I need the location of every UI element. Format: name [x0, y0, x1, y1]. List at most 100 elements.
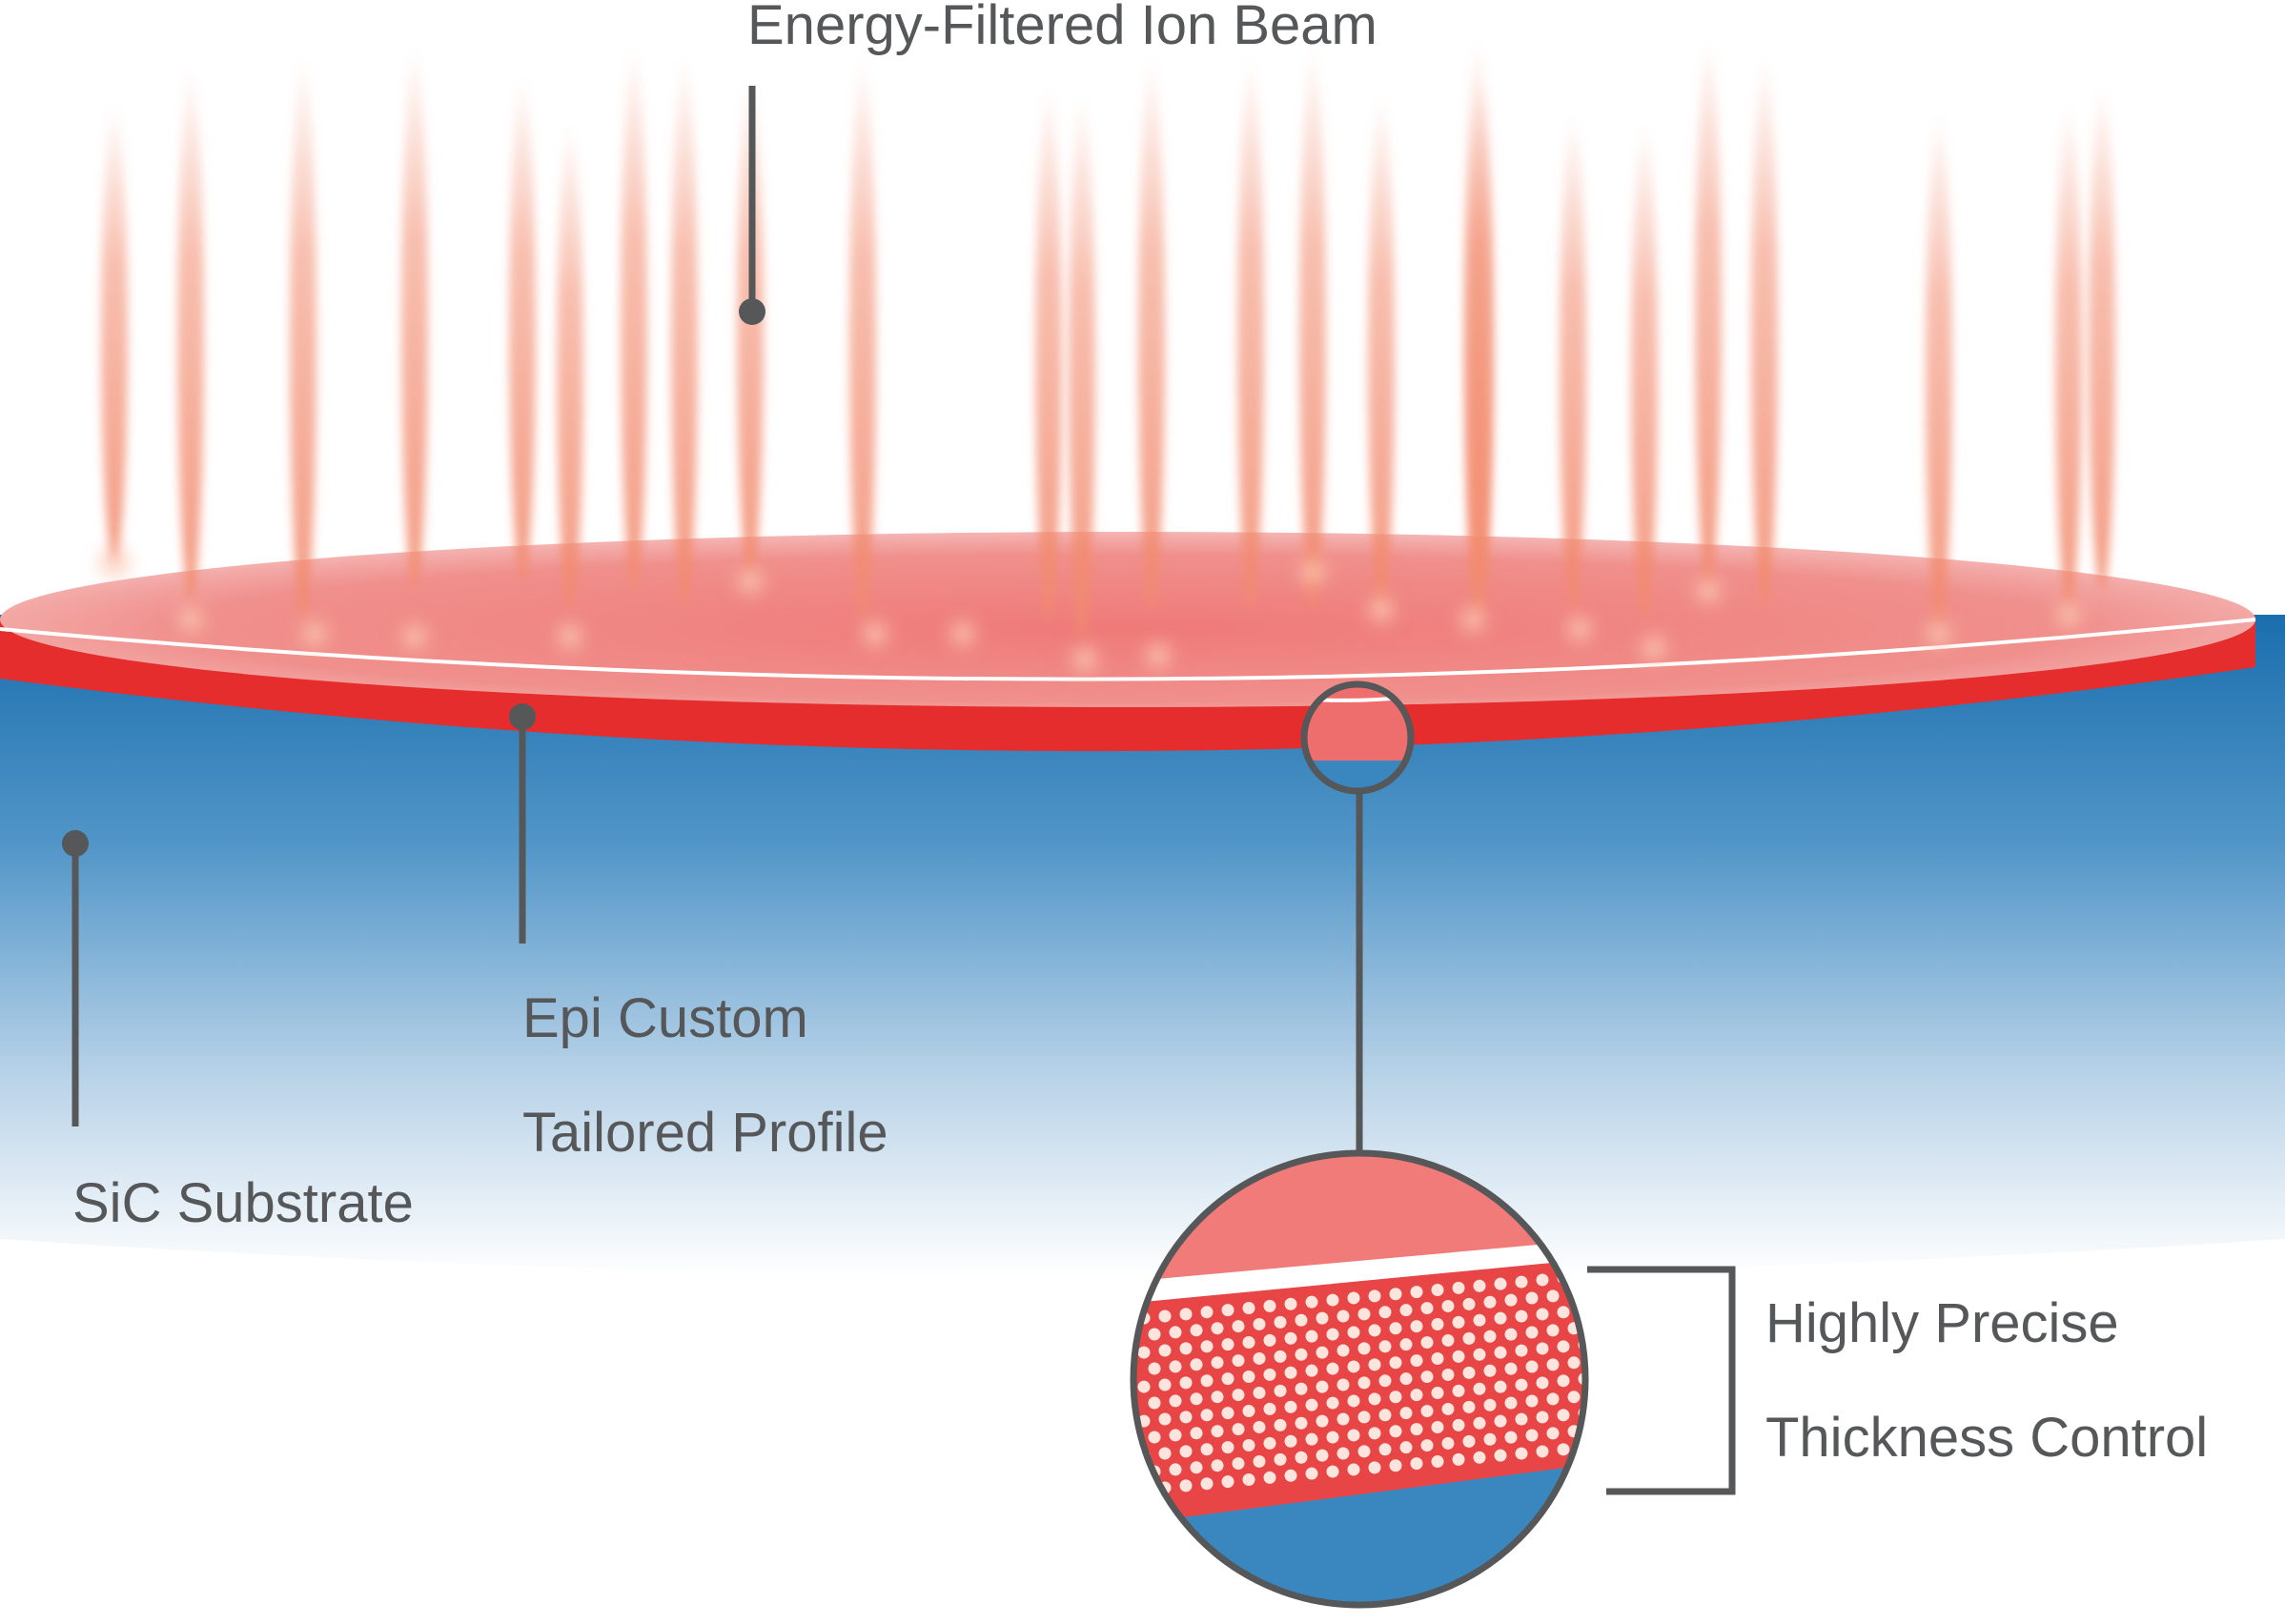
lattice-dot [1295, 1313, 1308, 1327]
lattice-dot [1557, 1443, 1570, 1456]
lattice-dot [1420, 1405, 1434, 1418]
epi-callout [509, 703, 536, 944]
lattice-dot [1336, 1309, 1350, 1323]
ion-beam-streak [1926, 114, 1952, 629]
lattice-dot [1221, 1441, 1234, 1454]
ion-beam-streak [1695, 38, 1722, 591]
lattice-dot [1190, 1461, 1203, 1474]
lattice-dot [1557, 1374, 1570, 1388]
lattice-dot [1284, 1297, 1297, 1310]
ion-impact-spot [170, 599, 212, 640]
lattice-dot [1326, 1396, 1339, 1410]
lattice-dot [1420, 1302, 1434, 1315]
ion-beam-streak [1560, 114, 1586, 610]
ion-impact-spot [1687, 570, 1729, 612]
lattice-dot [1137, 1483, 1151, 1496]
lattice-dot [1420, 1439, 1434, 1452]
lattice-dot [1452, 1452, 1465, 1466]
lattice-dot [1200, 1340, 1214, 1353]
lattice-dot [1431, 1421, 1444, 1434]
lattice-dot [1179, 1376, 1193, 1390]
lattice-dot [1441, 1402, 1455, 1415]
lattice-dot [1232, 1423, 1245, 1436]
lattice-dot [1169, 1429, 1182, 1442]
lattice-dot [1525, 1394, 1539, 1408]
lattice-dot [1284, 1331, 1297, 1345]
lattice-dot [1305, 1295, 1318, 1309]
ion-beam-streak [101, 105, 128, 562]
lattice-dot [1368, 1392, 1381, 1406]
lattice-dot [1473, 1279, 1486, 1292]
lattice-dot [1190, 1358, 1203, 1371]
lattice-dot [1494, 1277, 1507, 1290]
lattice-dot [1473, 1348, 1486, 1361]
ion-impact-spot [1064, 639, 1106, 680]
lattice-dot [1242, 1336, 1255, 1350]
lattice-dot [1274, 1350, 1287, 1363]
lattice-dot [1589, 1286, 1602, 1298]
lattice-dot [1504, 1362, 1518, 1375]
ion-impact-spot [549, 616, 591, 658]
lattice-dot [1462, 1366, 1476, 1379]
lattice-dot [1242, 1439, 1255, 1452]
ion-impact-spot [93, 541, 135, 583]
lattice-dot [1368, 1461, 1381, 1474]
lattice-dot [1494, 1414, 1507, 1428]
epi-label-line1: Epi Custom [522, 987, 808, 1049]
lattice-dot [1452, 1418, 1465, 1431]
lattice-dot [1515, 1412, 1528, 1426]
ion-beam-streak [509, 76, 536, 581]
lattice-dot [1410, 1389, 1423, 1402]
ion-beam-streaks [101, 38, 2115, 639]
lattice-dot [1179, 1308, 1193, 1321]
lattice-dot [1253, 1317, 1266, 1330]
ion-beam-streak [1237, 57, 1264, 610]
lattice-dot [1263, 1333, 1276, 1347]
lattice-dot [1368, 1289, 1381, 1303]
lattice-dot [1378, 1409, 1392, 1422]
lattice-dot [1211, 1425, 1224, 1438]
lattice-dot [1253, 1351, 1266, 1365]
ion-impact-spot [1360, 589, 1402, 631]
lattice-dot [1452, 1384, 1465, 1397]
lattice-dot [1221, 1475, 1234, 1489]
lattice-dot [1169, 1360, 1182, 1373]
lattice-dot [1494, 1449, 1507, 1462]
ion-beam-streak [557, 124, 583, 610]
lattice-dot [1242, 1302, 1255, 1315]
lattice-dot [1242, 1370, 1255, 1384]
lattice-dot [1504, 1293, 1518, 1307]
lattice-dot [1399, 1407, 1413, 1420]
lattice-dot [1253, 1454, 1266, 1468]
lattice-dot [1536, 1376, 1549, 1390]
ion-beam-streak [1751, 57, 1778, 610]
lattice-dot [1357, 1308, 1371, 1321]
lattice-dot [1357, 1376, 1371, 1390]
ion-beam-streak [1299, 48, 1326, 610]
ion-beam-streak [849, 57, 876, 619]
lattice-dot [1462, 1400, 1476, 1413]
wafer-top-surface [0, 532, 2256, 707]
lattice-dot [1305, 1467, 1318, 1480]
lattice-dot [1253, 1420, 1266, 1433]
lattice-dot [1336, 1447, 1350, 1460]
lattice-dot [1368, 1358, 1381, 1371]
lattice-dot [1378, 1340, 1392, 1353]
lattice-dot [1148, 1396, 1161, 1410]
lattice-dot [1368, 1427, 1381, 1440]
lattice-dot [1525, 1326, 1539, 1339]
ion-beam-streak [290, 57, 316, 619]
lattice-dot [1399, 1304, 1413, 1317]
epi-layer [0, 616, 2255, 752]
lattice-dot [1504, 1431, 1518, 1444]
epi-label-line2: Tailored Profile [522, 1102, 888, 1164]
lattice-dot [1211, 1391, 1224, 1404]
lattice-dot [1462, 1331, 1476, 1345]
ion-impact-spot [1137, 635, 1179, 677]
lattice-dot [1284, 1366, 1297, 1379]
lattice-dot [1263, 1471, 1276, 1484]
lattice-dot [1305, 1330, 1318, 1343]
lattice-dot [1557, 1409, 1570, 1422]
lattice-dot [1295, 1348, 1308, 1361]
